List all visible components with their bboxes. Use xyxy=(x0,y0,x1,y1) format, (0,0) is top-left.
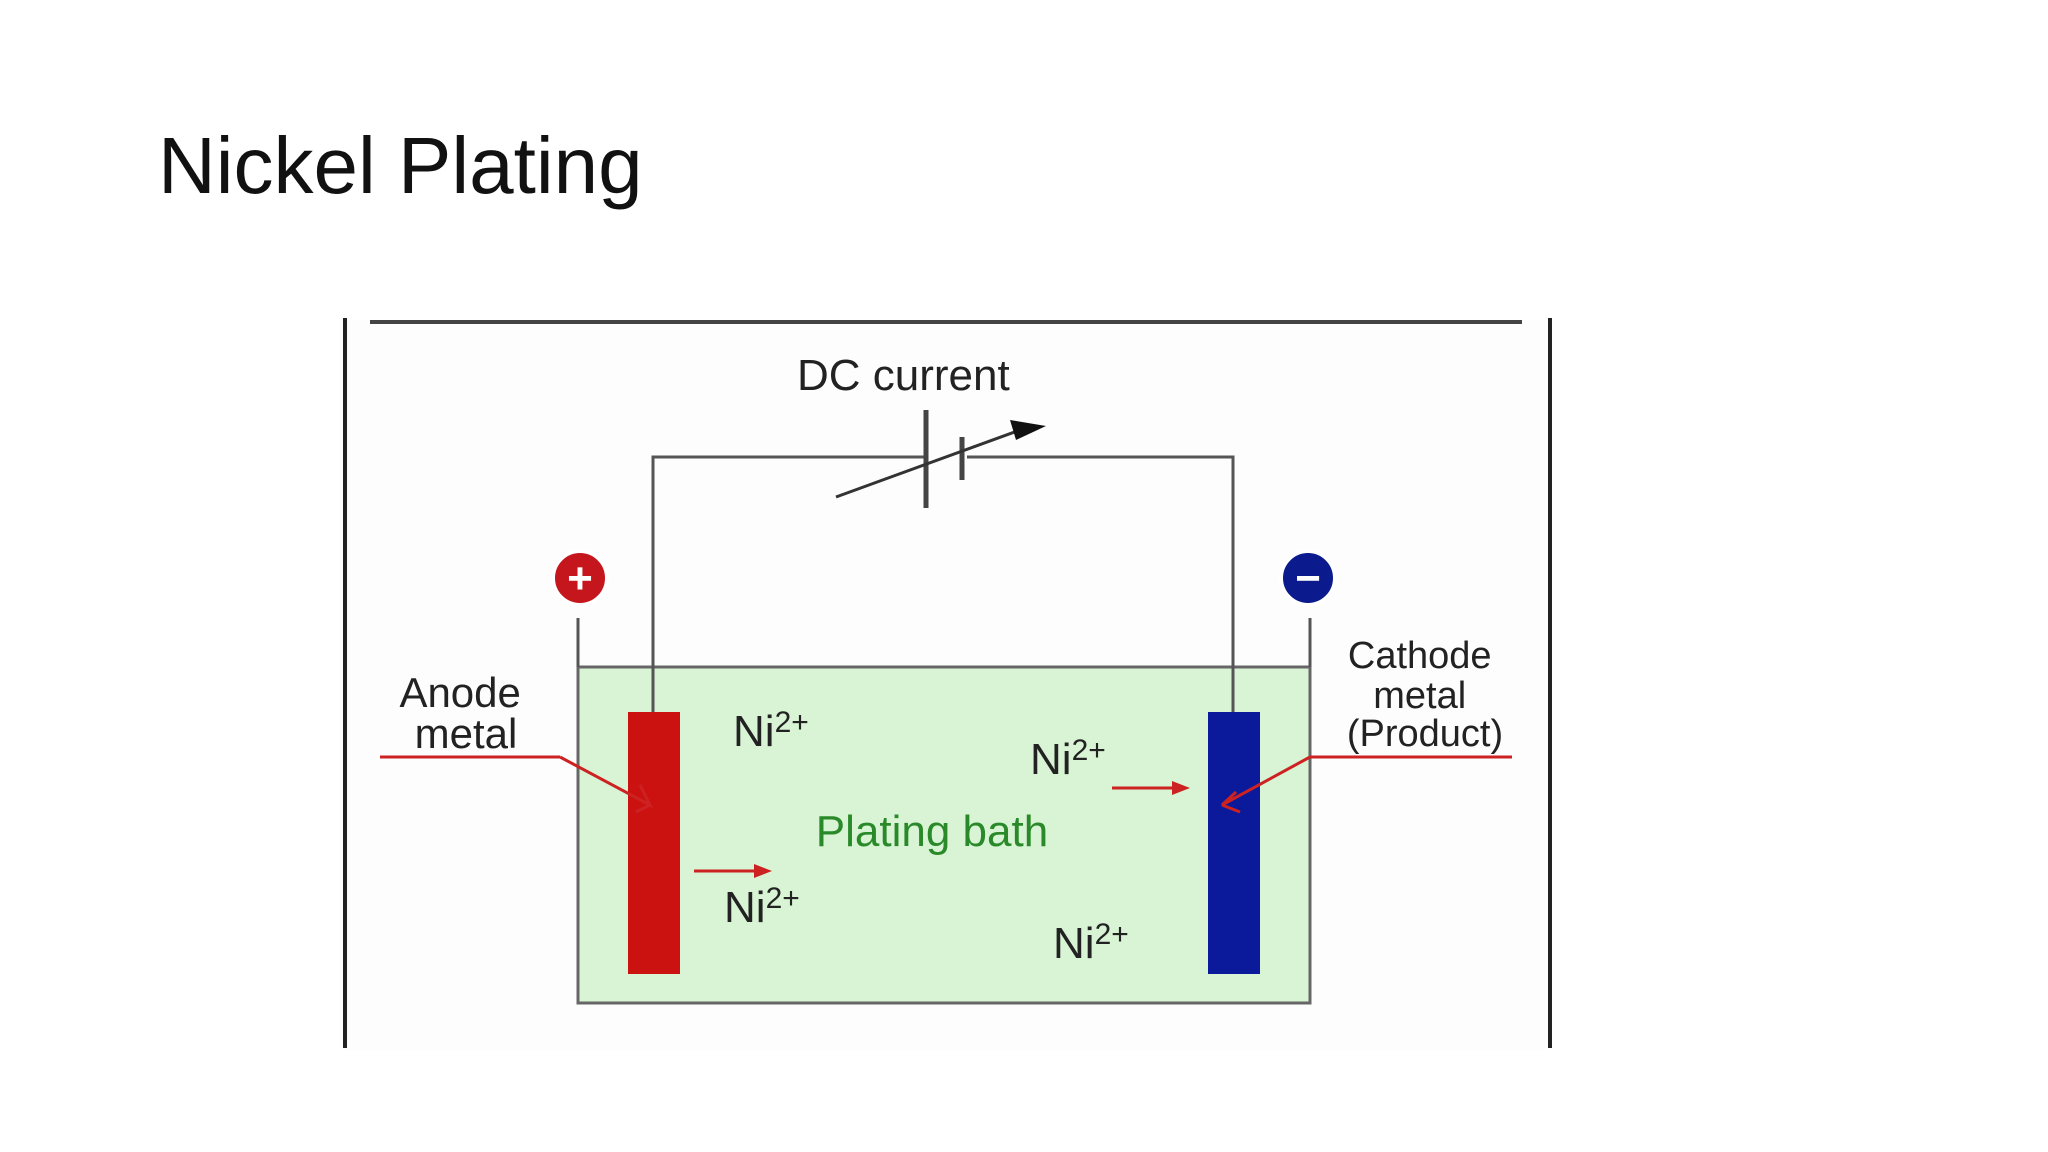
ion-label: Ni2+ xyxy=(1053,918,1129,968)
anode-label-line1: Anode xyxy=(399,669,520,716)
ion-arrow-icon xyxy=(1112,781,1190,795)
ion-label: Ni2+ xyxy=(733,706,809,756)
positive-terminal-icon: + xyxy=(551,549,609,607)
plating-bath xyxy=(576,665,1312,1005)
ion-label: Ni2+ xyxy=(724,882,800,932)
anode-label: Anode metal xyxy=(399,669,532,757)
slide-title: Nickel Plating xyxy=(158,121,643,210)
negative-terminal-icon: − xyxy=(1279,549,1337,607)
dc-power-source-icon xyxy=(835,410,1046,508)
anode-pointer xyxy=(380,755,654,814)
cathode-label: Cathode metal (Product) xyxy=(1347,635,1503,755)
dc-current-label: DC current xyxy=(797,351,1010,400)
cathode-label-line1: Cathode xyxy=(1348,635,1492,677)
positive-terminal-symbol: + xyxy=(567,554,593,603)
ion-label: Ni2+ xyxy=(1030,734,1106,784)
cathode-label-line3: (Product) xyxy=(1347,713,1503,755)
cathode-pointer xyxy=(1220,755,1512,814)
cathode-electrode xyxy=(1208,712,1260,974)
anode-electrode xyxy=(628,712,680,974)
negative-terminal-symbol: − xyxy=(1295,554,1321,603)
anode-label-line2: metal xyxy=(415,710,518,757)
plating-bath-label: Plating bath xyxy=(816,807,1048,856)
ion-arrow-icon xyxy=(694,864,772,878)
cathode-label-line2: metal xyxy=(1373,675,1466,717)
circuit-wire xyxy=(576,455,1312,715)
